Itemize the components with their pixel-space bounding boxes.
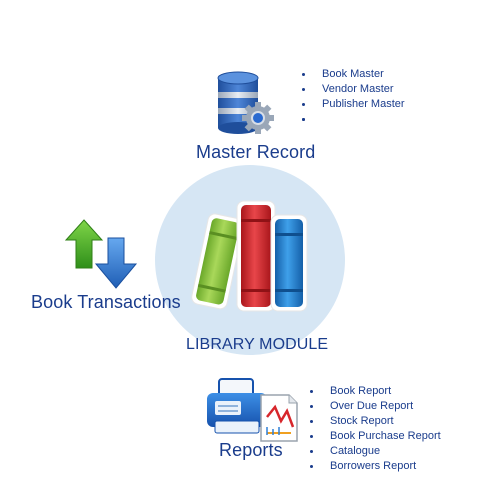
master-record-list: Book Master Vendor Master Publisher Mast… — [302, 67, 405, 121]
database-gear-icon — [217, 71, 274, 134]
report-item: Stock Report — [310, 414, 441, 429]
master-item: Book Master — [302, 67, 405, 82]
master-item: Publisher Master — [302, 97, 405, 112]
books-icon — [191, 200, 308, 312]
library-module-label: LIBRARY MODULE — [186, 336, 329, 353]
report-item: Over Due Report — [310, 399, 441, 414]
master-record-label: Master Record — [196, 142, 316, 162]
book-transactions-label: Book Transactions — [31, 292, 181, 312]
report-item: Borrowers Report — [310, 459, 441, 474]
report-item: Book Report — [310, 384, 441, 399]
reports-list: Book Report Over Due Report Stock Report… — [310, 384, 441, 474]
report-item: Book Purchase Report — [310, 429, 441, 444]
up-down-arrows-icon — [64, 219, 138, 289]
reports-label: Reports — [219, 440, 283, 460]
report-item: Catalogue — [310, 444, 441, 459]
master-item: Vendor Master — [302, 82, 405, 97]
printer-chart-icon — [207, 378, 298, 442]
